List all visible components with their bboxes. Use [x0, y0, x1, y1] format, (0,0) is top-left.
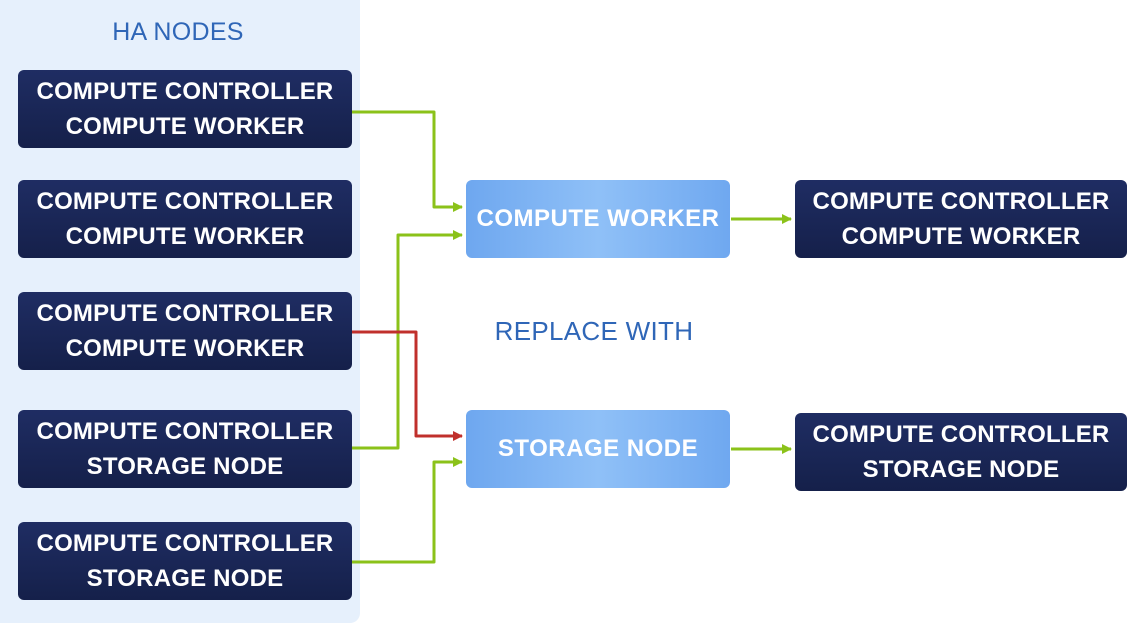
ha-node-2-line2: COMPUTE WORKER [65, 223, 305, 250]
ha-node-3-line1: COMPUTE CONTROLLER [36, 300, 334, 327]
storage-node-role: STORAGE NODE [466, 410, 730, 488]
ha-node-5-line1: COMPUTE CONTROLLER [36, 530, 334, 557]
ha-node-2-line1: COMPUTE CONTROLLER [36, 188, 334, 215]
ha-node-1-line1: COMPUTE CONTROLLER [36, 78, 334, 105]
result-node-compute-line2: COMPUTE WORKER [841, 223, 1081, 250]
result-node-storage-line1: COMPUTE CONTROLLER [812, 421, 1110, 448]
ha-node-5: COMPUTE CONTROLLER STORAGE NODE [18, 522, 352, 600]
ha-node-3-line2: COMPUTE WORKER [65, 335, 305, 362]
ha-node-4: COMPUTE CONTROLLER STORAGE NODE [18, 410, 352, 488]
replace-with-label: REPLACE WITH [494, 316, 694, 346]
result-node-storage-line2: STORAGE NODE [862, 456, 1060, 483]
connector-ha4-to-compute-worker [352, 230, 463, 450]
result-node-compute: COMPUTE CONTROLLER COMPUTE WORKER [795, 180, 1127, 258]
storage-node-role-label: STORAGE NODE [497, 435, 699, 462]
ha-node-4-line2: STORAGE NODE [86, 453, 284, 480]
result-node-storage: COMPUTE CONTROLLER STORAGE NODE [795, 413, 1127, 491]
ha-node-4-line1: COMPUTE CONTROLLER [36, 418, 334, 445]
ha-node-1: COMPUTE CONTROLLER COMPUTE WORKER [18, 70, 352, 148]
compute-worker-role: COMPUTE WORKER [466, 180, 730, 258]
ha-node-2: COMPUTE CONTROLLER COMPUTE WORKER [18, 180, 352, 258]
connector-ha3-to-storage-node [352, 330, 463, 441]
compute-worker-role-label: COMPUTE WORKER [476, 205, 720, 232]
ha-node-1-line2: COMPUTE WORKER [65, 113, 305, 140]
connector-ha1-to-compute-worker [352, 110, 463, 212]
ha-nodes-label: HA NODES [112, 18, 244, 46]
connector-ha5-to-storage-node [352, 457, 463, 564]
ha-node-3: COMPUTE CONTROLLER COMPUTE WORKER [18, 292, 352, 370]
ha-node-5-line2: STORAGE NODE [86, 565, 284, 592]
result-node-compute-line1: COMPUTE CONTROLLER [812, 188, 1110, 215]
